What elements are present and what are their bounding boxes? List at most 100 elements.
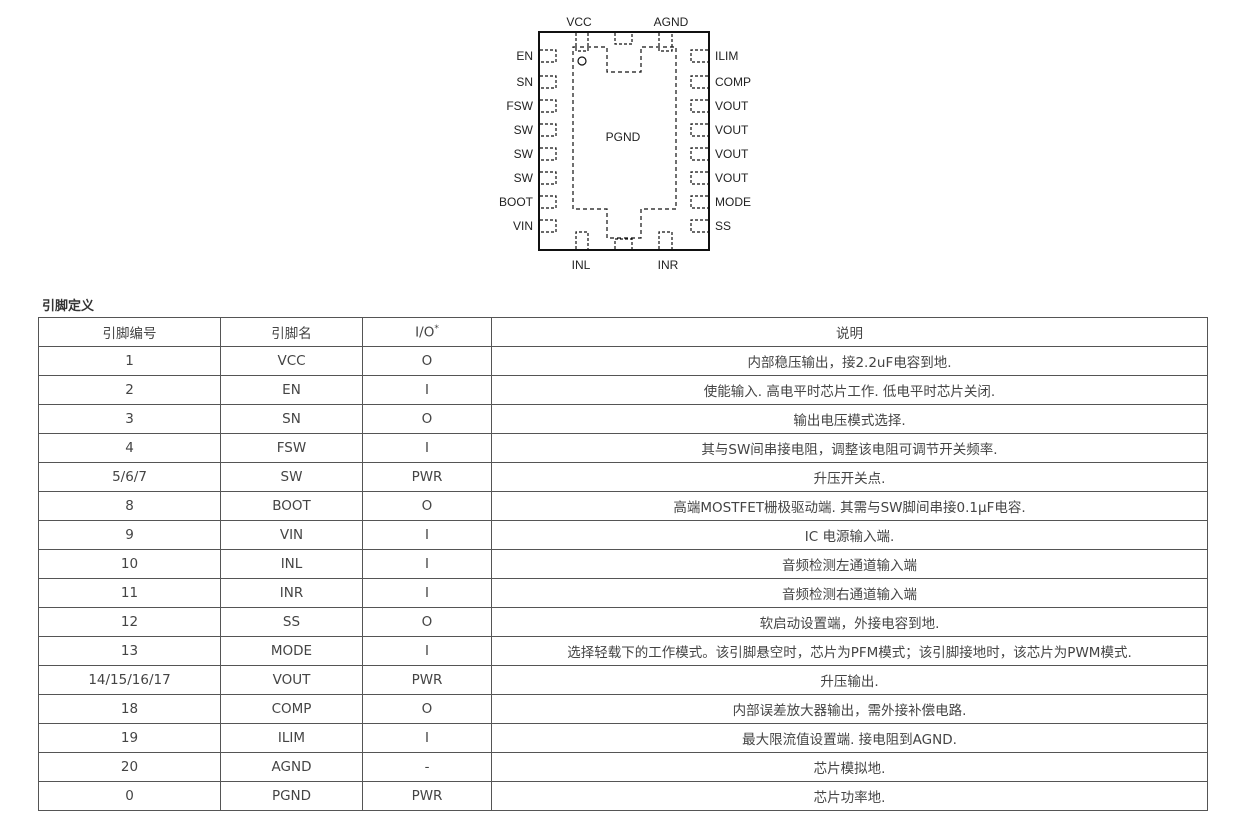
io-cell: O [362, 346, 492, 376]
header-description: 说明 [491, 317, 1208, 347]
pin-number-cell: 20 [38, 752, 221, 782]
pin-number-cell: 5/6/7 [38, 462, 221, 492]
right-pin-label: VOUT [715, 171, 749, 185]
pinout-diagram: ENSNFSWSWSWSWBOOTVINILIMCOMPVOUTVOUTVOUT… [499, 15, 751, 272]
bottom-pin-pad [575, 231, 589, 249]
right-pin-pad [690, 99, 708, 113]
pin-name-cell: MODE [220, 636, 363, 666]
top-pin-pad [658, 33, 673, 52]
pin-name-cell: VOUT [220, 665, 363, 695]
pin-name-cell: PGND [220, 781, 363, 811]
left-pin-label: SN [516, 75, 533, 89]
pin-name-cell: FSW [220, 433, 363, 463]
top-pin-pad [614, 33, 633, 45]
io-cell: I [362, 549, 492, 579]
io-cell: O [362, 694, 492, 724]
pin-number-cell: 12 [38, 607, 221, 637]
top-pin-label: AGND [654, 15, 689, 29]
bottom-pin-pad [658, 231, 673, 249]
pin-name-cell: INL [220, 549, 363, 579]
pin-number-cell: 11 [38, 578, 221, 608]
description-cell: 高端MOSTFET栅极驱动端. 其需与SW脚间串接0.1μF电容. [491, 491, 1208, 521]
left-pin-pad [540, 49, 557, 63]
left-pin-pad [540, 147, 557, 161]
left-pin-label: SW [514, 123, 534, 137]
pin-name-cell: COMP [220, 694, 363, 724]
io-cell: I [362, 375, 492, 405]
pin-name-cell: INR [220, 578, 363, 608]
io-cell: O [362, 404, 492, 434]
pin-number-cell: 3 [38, 404, 221, 434]
pin-number-cell: 8 [38, 491, 221, 521]
description-cell: 音频检测左通道输入端 [491, 549, 1208, 579]
left-pin-label: SW [514, 147, 534, 161]
io-cell: I [362, 433, 492, 463]
io-cell: I [362, 636, 492, 666]
left-pin-label: FSW [506, 99, 533, 113]
description-cell: 内部误差放大器输出，需外接补偿电路. [491, 694, 1208, 724]
left-pin-pad [540, 171, 557, 185]
description-cell: 其与SW间串接电阻，调整该电阻可调节开关频率. [491, 433, 1208, 463]
right-pin-pad [690, 171, 708, 185]
pin-name-cell: EN [220, 375, 363, 405]
header-pin-name: 引脚名 [220, 317, 363, 347]
description-cell: 芯片模拟地. [491, 752, 1208, 782]
pin-pads [540, 33, 708, 249]
header-pin-number: 引脚编号 [38, 317, 221, 347]
io-cell: - [362, 752, 492, 782]
right-pin-pad [690, 195, 708, 209]
pin-number-cell: 1 [38, 346, 221, 376]
pin-name-cell: VCC [220, 346, 363, 376]
description-cell: 最大限流值设置端. 接电阻到AGND. [491, 723, 1208, 753]
table-header-row: 引脚编号 引脚名 I/O* 说明 [38, 317, 1208, 347]
description-cell: 升压开关点. [491, 462, 1208, 492]
io-cell: PWR [362, 462, 492, 492]
top-pin-pad [575, 33, 589, 52]
io-cell: I [362, 723, 492, 753]
right-pin-label: VOUT [715, 123, 749, 137]
io-cell: O [362, 491, 492, 521]
right-pin-pad [690, 49, 708, 63]
description-cell: 内部稳压输出，接2.2uF电容到地. [491, 346, 1208, 376]
pin-number-cell: 0 [38, 781, 221, 811]
pin-number-cell: 2 [38, 375, 221, 405]
pin-name-cell: ILIM [220, 723, 363, 753]
package-outline [538, 31, 710, 251]
description-cell: 软启动设置端，外接电容到地. [491, 607, 1208, 637]
io-cell: I [362, 578, 492, 608]
right-pin-pad [690, 123, 708, 137]
io-cell: PWR [362, 781, 492, 811]
left-pin-pad [540, 219, 557, 233]
io-cell: PWR [362, 665, 492, 695]
description-cell: 选择轻载下的工作模式。该引脚悬空时，芯片为PFM模式；该引脚接地时，该芯片为PW… [491, 636, 1208, 666]
header-io: I/O* [362, 317, 492, 347]
right-pin-pad [690, 219, 708, 233]
bottom-pin-label: INL [572, 258, 591, 272]
pin-name-cell: SN [220, 404, 363, 434]
io-footnote-mark: * [434, 323, 439, 334]
pin-number-cell: 19 [38, 723, 221, 753]
right-pin-label: VOUT [715, 147, 749, 161]
pin-name-cell: AGND [220, 752, 363, 782]
top-pin-label: VCC [566, 15, 592, 29]
pin-number-cell: 13 [38, 636, 221, 666]
pin-labels: ENSNFSWSWSWSWBOOTVINILIMCOMPVOUTVOUTVOUT… [499, 15, 751, 272]
left-pin-pad [540, 75, 557, 89]
right-pin-pad [690, 147, 708, 161]
right-pin-label: SS [715, 219, 731, 233]
section-title: 引脚定义 [42, 299, 95, 314]
bottom-pin-pad [614, 238, 633, 249]
left-pin-label: VIN [513, 219, 533, 233]
